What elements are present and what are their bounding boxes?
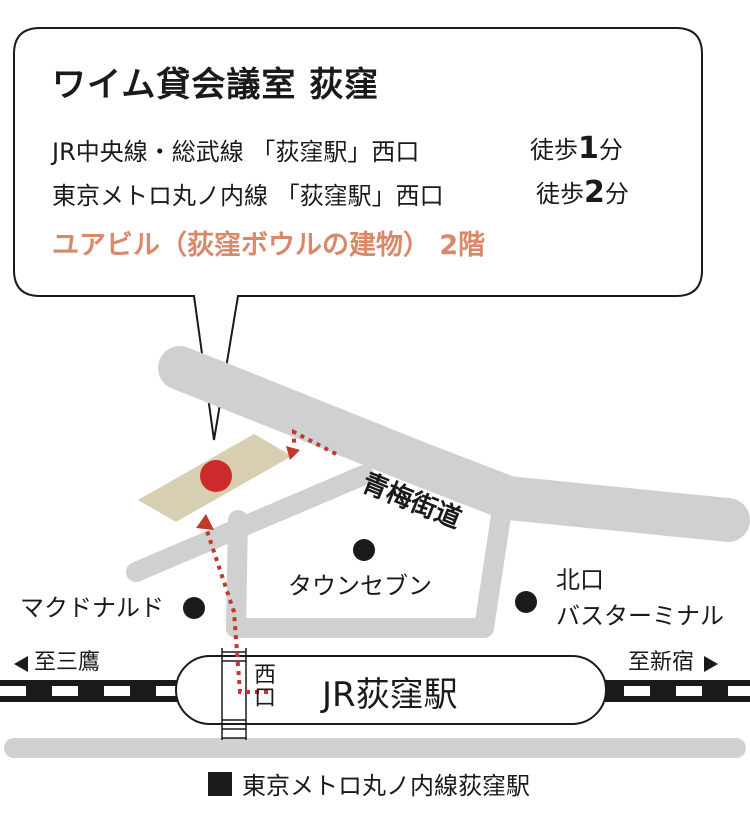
west-exit-bridge <box>221 648 247 740</box>
walk-unit-2: 分 <box>604 180 629 208</box>
mcdonalds-dot <box>183 597 205 619</box>
ome-kaido-road <box>158 346 750 542</box>
route-arrow-left <box>286 446 300 460</box>
walking-route <box>196 428 337 694</box>
to-shinjuku-label: 至新宿 <box>628 650 695 675</box>
venue-title: ワイム貸会議室 荻窪 <box>52 65 380 105</box>
west-road <box>126 465 374 582</box>
block-loop-road <box>226 486 514 638</box>
town-seven-dot <box>353 539 375 561</box>
station-building <box>175 655 607 725</box>
metro-legend-square <box>208 772 232 796</box>
arrow-left-icon <box>14 656 28 672</box>
access-walk-2: 徒歩2分 <box>536 178 629 208</box>
north-exit-label: 北口 <box>556 566 604 594</box>
to-mitaka-label: 至三鷹 <box>34 650 101 675</box>
walk-prefix-2: 徒歩 <box>536 180 584 208</box>
metro-legend-label: 東京メトロ丸ノ内線荻窪駅 <box>242 772 530 800</box>
west-exit-label: 西口 <box>253 663 276 712</box>
access-walk-1: 徒歩1分 <box>530 134 623 164</box>
access-line-2: 東京メトロ丸ノ内線 「荻窪駅」西口 徒歩2分 <box>52 178 652 216</box>
town-seven-label: タウンセブン <box>288 572 432 600</box>
arrow-right-icon <box>704 656 718 672</box>
station-name: JR荻窪駅 <box>322 675 458 715</box>
walk-minutes-2: 2 <box>584 175 605 210</box>
walk-prefix-1: 徒歩 <box>530 136 578 164</box>
building-floor: ユアビル（荻窪ボウルの建物） 2階 <box>52 230 486 261</box>
access-rail-2: 東京メトロ丸ノ内線 「荻窪駅」西口 <box>52 182 444 210</box>
route-arrow-up <box>196 514 214 530</box>
access-line-1: JR中央線・総武線 「荻窪駅」西口 徒歩1分 <box>52 134 652 172</box>
north-exit-dot <box>515 591 537 613</box>
roads <box>4 346 750 758</box>
block-west-road <box>226 510 248 638</box>
destination-marker <box>200 460 232 492</box>
walk-unit-1: 分 <box>598 136 623 164</box>
mcdonalds-label: マクドナルド <box>20 594 164 622</box>
bus-terminal-label: バスターミナル <box>556 602 724 630</box>
walk-minutes-1: 1 <box>578 131 599 166</box>
access-rail-1: JR中央線・総武線 「荻窪駅」西口 <box>52 138 420 166</box>
